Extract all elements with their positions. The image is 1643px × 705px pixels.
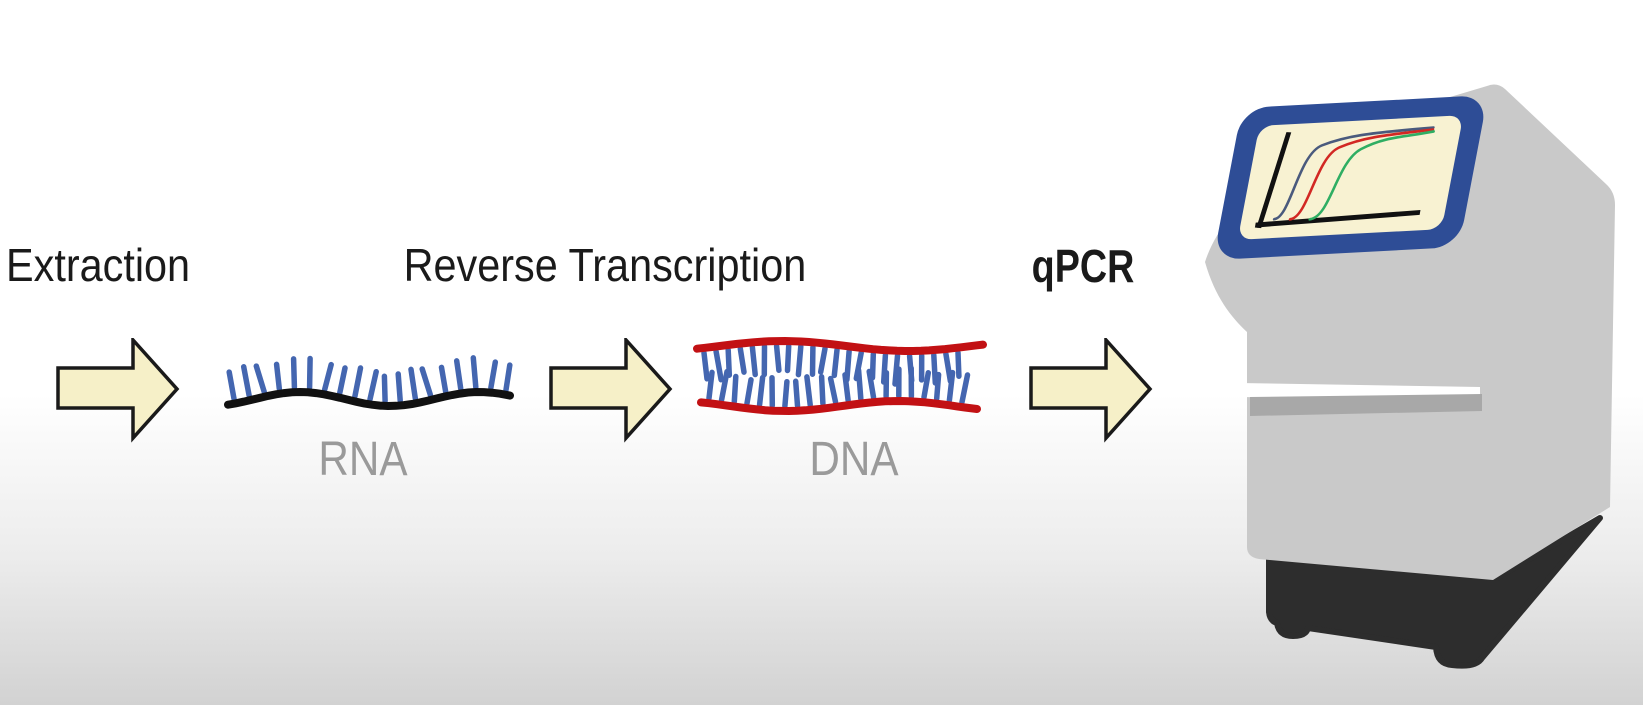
- base-pair-tick: [931, 352, 939, 386]
- reverse-transcription-label: Reverse Transcription: [403, 239, 807, 291]
- qpcr-label: qPCR: [1031, 240, 1135, 292]
- base-pair-tick: [273, 361, 283, 392]
- base-pair-tick: [306, 355, 313, 391]
- curve-red: [1288, 128, 1435, 221]
- base-pair-tick: [831, 347, 840, 379]
- base-pair-tick: [866, 368, 877, 400]
- base-pair-tick: [792, 378, 801, 409]
- base-pair-tick: [959, 372, 971, 405]
- extraction-label: Extraction: [6, 239, 191, 291]
- base-pair-tick: [773, 343, 782, 374]
- qpcr-machine-icon: [1205, 84, 1615, 669]
- base-pair-tick: [321, 361, 334, 393]
- base-pair-tick: [933, 371, 942, 402]
- base-pair-tick: [955, 349, 962, 379]
- base-pair-tick: [701, 350, 710, 382]
- flow-arrow-icon-1: [56, 338, 180, 443]
- base-pair-tick: [749, 344, 758, 378]
- base-pair-tick: [488, 359, 499, 391]
- base-pair-tick: [818, 374, 826, 407]
- base-pair-tick: [337, 365, 348, 396]
- amplification-plot: [1254, 126, 1435, 229]
- flow-arrow-icon-2: [549, 338, 673, 443]
- base-pair-tick: [817, 345, 828, 375]
- base-pair-tick: [756, 374, 766, 408]
- screen: [1240, 115, 1461, 240]
- base-pair-tick: [453, 358, 464, 392]
- base-pair-tick: [718, 368, 730, 403]
- tray-slot: [1250, 394, 1482, 416]
- base-pair-tick: [438, 364, 449, 395]
- base-pair-tick: [795, 343, 804, 378]
- base-pair-tick: [226, 369, 237, 402]
- curve-green: [1308, 130, 1435, 221]
- base-pair-tick: [408, 366, 419, 402]
- dna-label: DNA: [809, 433, 899, 486]
- y-axis: [1256, 132, 1292, 229]
- base-pair-tick: [946, 369, 956, 404]
- base-pair-tick: [352, 365, 364, 400]
- x-axis: [1254, 209, 1421, 228]
- base-pair-tick: [253, 363, 267, 395]
- base-pair-tick: [869, 351, 877, 381]
- base-pair-tick: [855, 367, 864, 402]
- base-pair-tick: [419, 366, 434, 398]
- base-pair-tick: [827, 375, 839, 405]
- base-pair-tick: [782, 378, 790, 409]
- flow-arrow-icon-3: [1029, 338, 1153, 443]
- base-pair-tick: [706, 369, 715, 401]
- base-pair-tick: [744, 377, 754, 407]
- base-pair-tick: [921, 370, 932, 400]
- base-pair-tick: [713, 348, 724, 383]
- machine-display: [1217, 96, 1484, 259]
- strand-illustrations: [224, 336, 987, 416]
- base-pair-tick: [395, 371, 403, 404]
- base-pair-tick: [381, 373, 388, 404]
- base-pair-tick: [240, 364, 252, 399]
- base-pair-tick: [367, 368, 379, 403]
- curve-slate: [1272, 126, 1435, 221]
- base-pair-tick: [290, 356, 298, 390]
- rna-label: RNA: [318, 433, 408, 486]
- base-pair-tick: [784, 343, 792, 374]
- base-pair-tick: [503, 362, 513, 393]
- dna-strand-icon: [693, 336, 987, 416]
- base-pair-tick: [737, 345, 747, 375]
- base-pair-tick: [470, 355, 479, 390]
- rna-strand-icon: [224, 355, 514, 411]
- base-pair-tick: [842, 372, 851, 403]
- base-pair-tick: [804, 374, 813, 408]
- machine-base: [1266, 515, 1603, 669]
- base-pair-tick: [731, 373, 739, 405]
